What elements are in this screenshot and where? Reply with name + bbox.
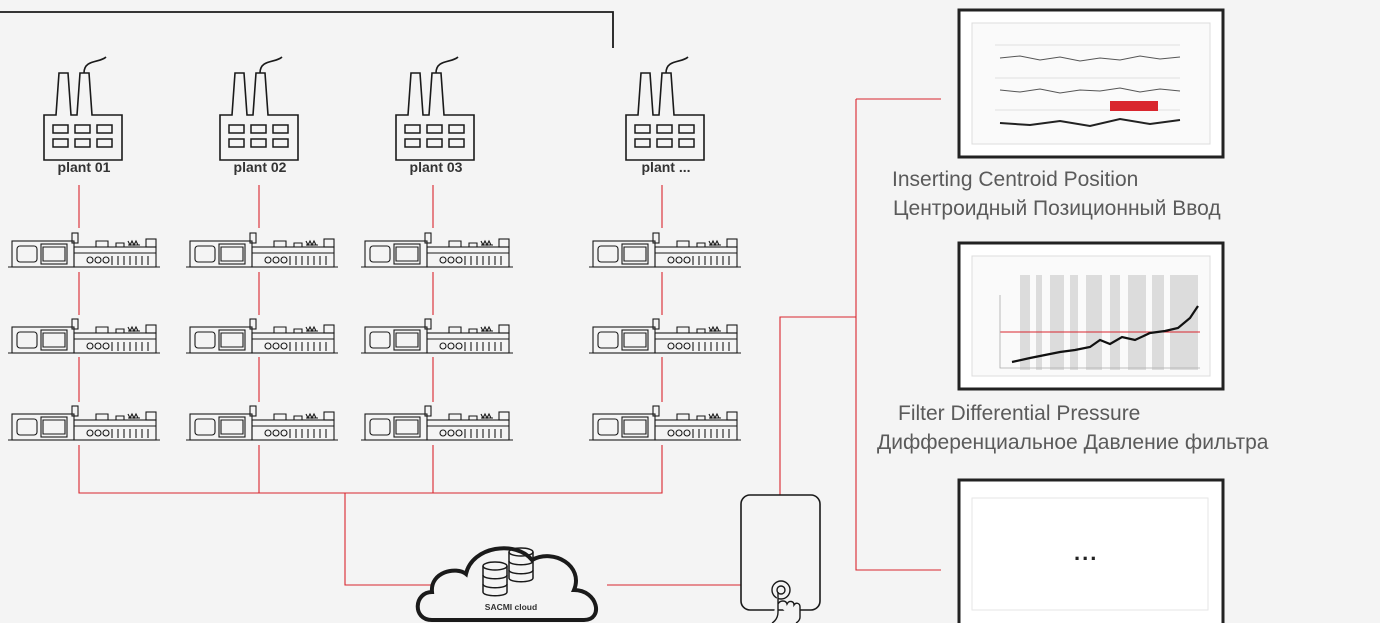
factory-icon <box>43 56 123 161</box>
thumbnail-pressure-trend <box>999 275 1200 370</box>
dashboard-caption-en: Filter Differential Pressure <box>898 402 1141 425</box>
plant-label: plant 02 <box>233 159 287 175</box>
machine-icon <box>7 318 161 354</box>
machine-icon <box>588 405 742 441</box>
cloud-label: SACMI cloud <box>484 602 538 612</box>
machine-icon <box>588 232 742 268</box>
tablet-icon <box>740 494 821 611</box>
dashboard-caption-ru: Центроидный Позиционный Ввод <box>893 197 1221 220</box>
machine-icon <box>185 318 339 354</box>
plant-network-line <box>0 11 614 48</box>
machine-icon <box>360 405 514 441</box>
machine-icon <box>360 232 514 268</box>
dashboard-caption-en: Inserting Centroid Position <box>892 168 1139 191</box>
plant-label: plant ... <box>641 159 691 175</box>
machine-icon <box>588 318 742 354</box>
thumbnail-multi-trace <box>995 44 1181 128</box>
placeholder-ellipsis: ... <box>1074 540 1099 565</box>
plant-label: plant 03 <box>409 159 463 175</box>
machine-icon <box>7 232 161 268</box>
machine-icon <box>185 232 339 268</box>
machine-icon <box>185 405 339 441</box>
factory-icon <box>219 56 299 161</box>
factory-icon <box>395 56 475 161</box>
dashboard-caption-ru: Дифференциальное Давление фильтра <box>877 431 1269 454</box>
machine-grid <box>7 232 742 441</box>
plant-connectors <box>78 98 941 586</box>
factory-icon <box>625 56 705 161</box>
plant-label: plant 01 <box>57 159 111 175</box>
machine-icon <box>7 405 161 441</box>
machine-icon <box>360 318 514 354</box>
